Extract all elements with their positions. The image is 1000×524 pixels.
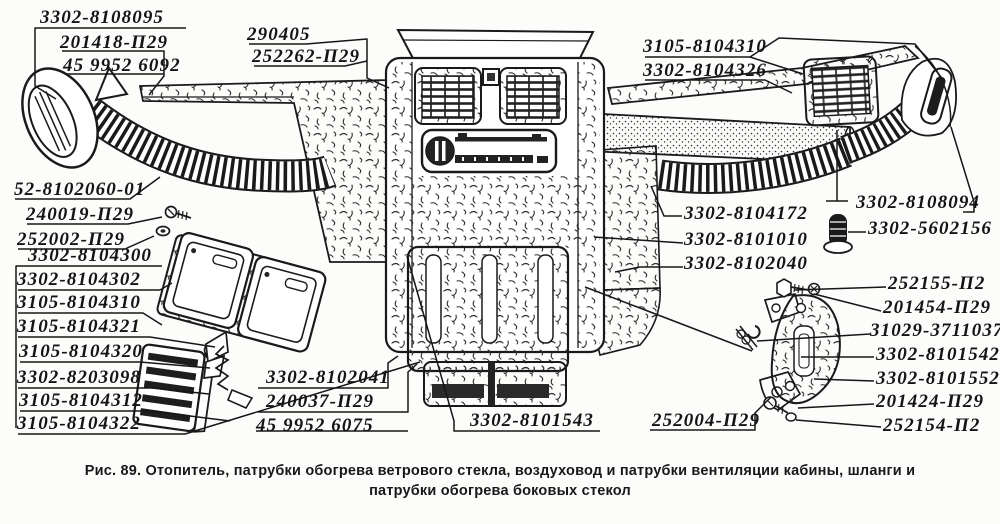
- washer-252002: [155, 225, 171, 237]
- caption-line-1: Рис. 89. Отопитель, патрубки обогрева ве…: [84, 463, 916, 479]
- bolt-252155: [776, 278, 809, 298]
- part-label: 252154-П2: [883, 415, 981, 436]
- part-label: 240019-П29: [26, 204, 135, 225]
- part-label: 3302-8101543: [470, 410, 595, 431]
- part-label: 3105-8104320: [19, 341, 144, 362]
- vent-flap-parts: [203, 330, 254, 410]
- leader-lines: [15, 27, 975, 435]
- right-side-vent: [900, 45, 957, 137]
- part-label: 45 9952 6075: [256, 415, 374, 436]
- part-label: 3105-8104322: [17, 413, 142, 434]
- part-label: 3302-8101010: [684, 229, 809, 250]
- heater-lower-housing: [423, 361, 567, 407]
- screw-240019: [164, 205, 192, 221]
- part-label: 52-8102060-01: [14, 179, 146, 200]
- part-label: 201424-П29: [876, 391, 985, 412]
- part-label: 3105-8104310: [643, 36, 768, 57]
- part-label: 3302-8108094: [856, 192, 981, 213]
- vent-housing: [156, 232, 327, 353]
- control-cable: [584, 286, 753, 352]
- part-label: 201418-П29: [60, 32, 169, 53]
- right-lower-hose: [657, 137, 852, 194]
- rubber-plug: [823, 214, 853, 254]
- part-label: 3302-8104300: [28, 245, 153, 266]
- dash-vent-grille-right: [499, 67, 567, 125]
- part-label: 3302-8101542: [876, 344, 1000, 365]
- part-label: 3302-8101552: [876, 368, 1000, 389]
- right-vent-duct: [595, 145, 661, 356]
- heater-body: [406, 245, 570, 373]
- part-label: 3302-8102040: [684, 253, 809, 274]
- part-label: 3105-8104310: [17, 292, 142, 313]
- part-label: 252002-П29: [17, 229, 126, 250]
- part-label: 3105-8104312: [19, 390, 144, 411]
- part-label: 290405: [247, 24, 311, 45]
- part-label: 3302-8104302: [17, 269, 142, 290]
- part-label: 3302-5602156: [868, 218, 993, 239]
- part-label: 252155-П2: [888, 273, 986, 294]
- figure-caption: Рис. 89. Отопитель, патрубки обогрева ве…: [0, 461, 1000, 501]
- part-label: 201454-П29: [883, 297, 992, 318]
- part-label: 3302-8104172: [684, 203, 809, 224]
- part-label: 3302-8108095: [40, 7, 165, 28]
- part-label: 252262-П29: [252, 46, 361, 67]
- dash-vent-grille-left: [414, 67, 482, 125]
- left-heater-hose: [79, 98, 337, 193]
- part-label: 31029-3711037: [870, 320, 1000, 341]
- part-label: 3302-8203098: [17, 367, 142, 388]
- heater-control-panel: [420, 128, 558, 174]
- control-bracket-assembly: [735, 293, 841, 411]
- left-hose-nozzle: [21, 65, 129, 169]
- part-label: 45 9952 6092: [63, 55, 181, 76]
- part-label: 3302-8102041: [266, 367, 391, 388]
- part-label: 3302-8104326: [643, 60, 768, 81]
- caption-line-2: патрубки обогрева боковых стекол: [369, 483, 631, 499]
- part-label: 252004-П29: [652, 410, 761, 431]
- dash-center-button-inner: [487, 73, 495, 81]
- part-label: 3105-8104321: [17, 316, 142, 337]
- right-vent-grille: [802, 55, 880, 127]
- part-label: 240037-П29: [266, 391, 375, 412]
